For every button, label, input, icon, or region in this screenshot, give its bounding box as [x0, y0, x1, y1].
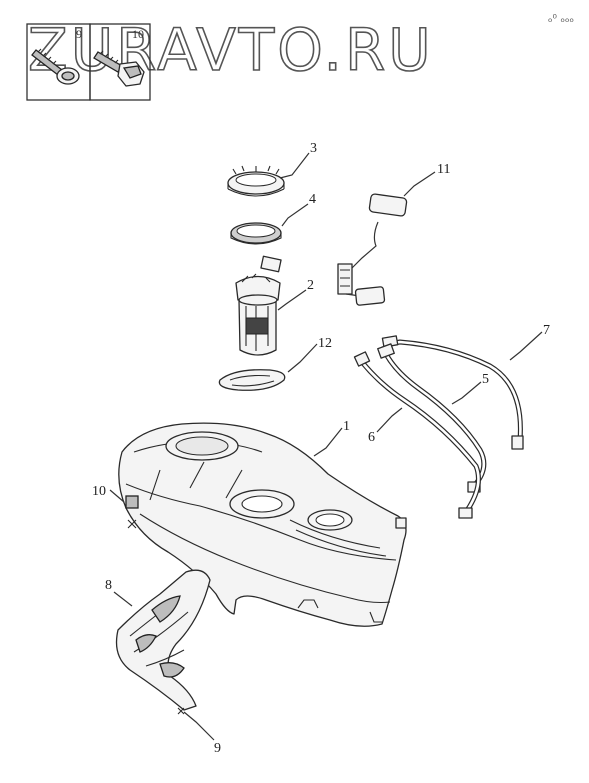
fuel-pump-module: [235, 255, 282, 356]
callout-7: 7: [543, 323, 550, 338]
leader-9: [183, 711, 215, 741]
gasket: [218, 369, 286, 391]
fuel-level-sensor: [337, 193, 408, 306]
leader-5: [451, 381, 482, 405]
callout-3: 3: [310, 141, 317, 156]
callout-5: 5: [482, 372, 489, 387]
fuel-tank: [118, 422, 407, 627]
callout-4: 4: [309, 192, 316, 207]
leader-11: [403, 171, 436, 197]
callout-6: 6: [368, 430, 375, 445]
callout-2: 2: [307, 278, 314, 293]
leader-8: [113, 591, 133, 607]
leader-3: [279, 152, 310, 179]
fuel-hose-7: [381, 335, 524, 450]
fuel-pipe-6: [353, 351, 481, 519]
leader-2: [277, 289, 307, 311]
leader-lines: [109, 152, 543, 741]
thumb-10-frame: [89, 23, 151, 101]
leader-6: [376, 407, 403, 433]
leader-12: [287, 343, 318, 373]
watermark-text: ZURAVTO.RU: [28, 16, 434, 84]
callout-9: 9: [214, 741, 221, 756]
callout-1: 1: [343, 419, 350, 434]
watermark: ZURAVTO.RU ₒ⁰ ₒₒₒ: [27, 12, 574, 85]
leader-10: [109, 489, 125, 503]
fuel-pipe-5: [377, 343, 487, 493]
heat-shield: [115, 569, 211, 715]
thumbnail-panel: 9 10: [26, 23, 151, 101]
lock-ring: [227, 165, 285, 197]
bolt-icon: [93, 50, 145, 87]
leader-1: [313, 427, 343, 457]
callout-8: 8: [105, 578, 112, 593]
callout-12: 12: [318, 336, 332, 351]
seal-ring: [230, 222, 282, 245]
callout-10: 10: [92, 484, 106, 499]
watermark-dots: ₒ⁰ ₒₒₒ: [548, 12, 574, 25]
callout-11: 11: [437, 162, 450, 177]
thumb-10-number: 10: [132, 27, 144, 41]
thumb-9-number: 9: [76, 27, 82, 41]
callout-numbers: 3 4 2 12 11 7 5 6 1 10 8 9: [92, 141, 550, 756]
leader-4: [281, 203, 309, 227]
leader-7: [509, 331, 543, 361]
screw-icon: [31, 48, 80, 85]
